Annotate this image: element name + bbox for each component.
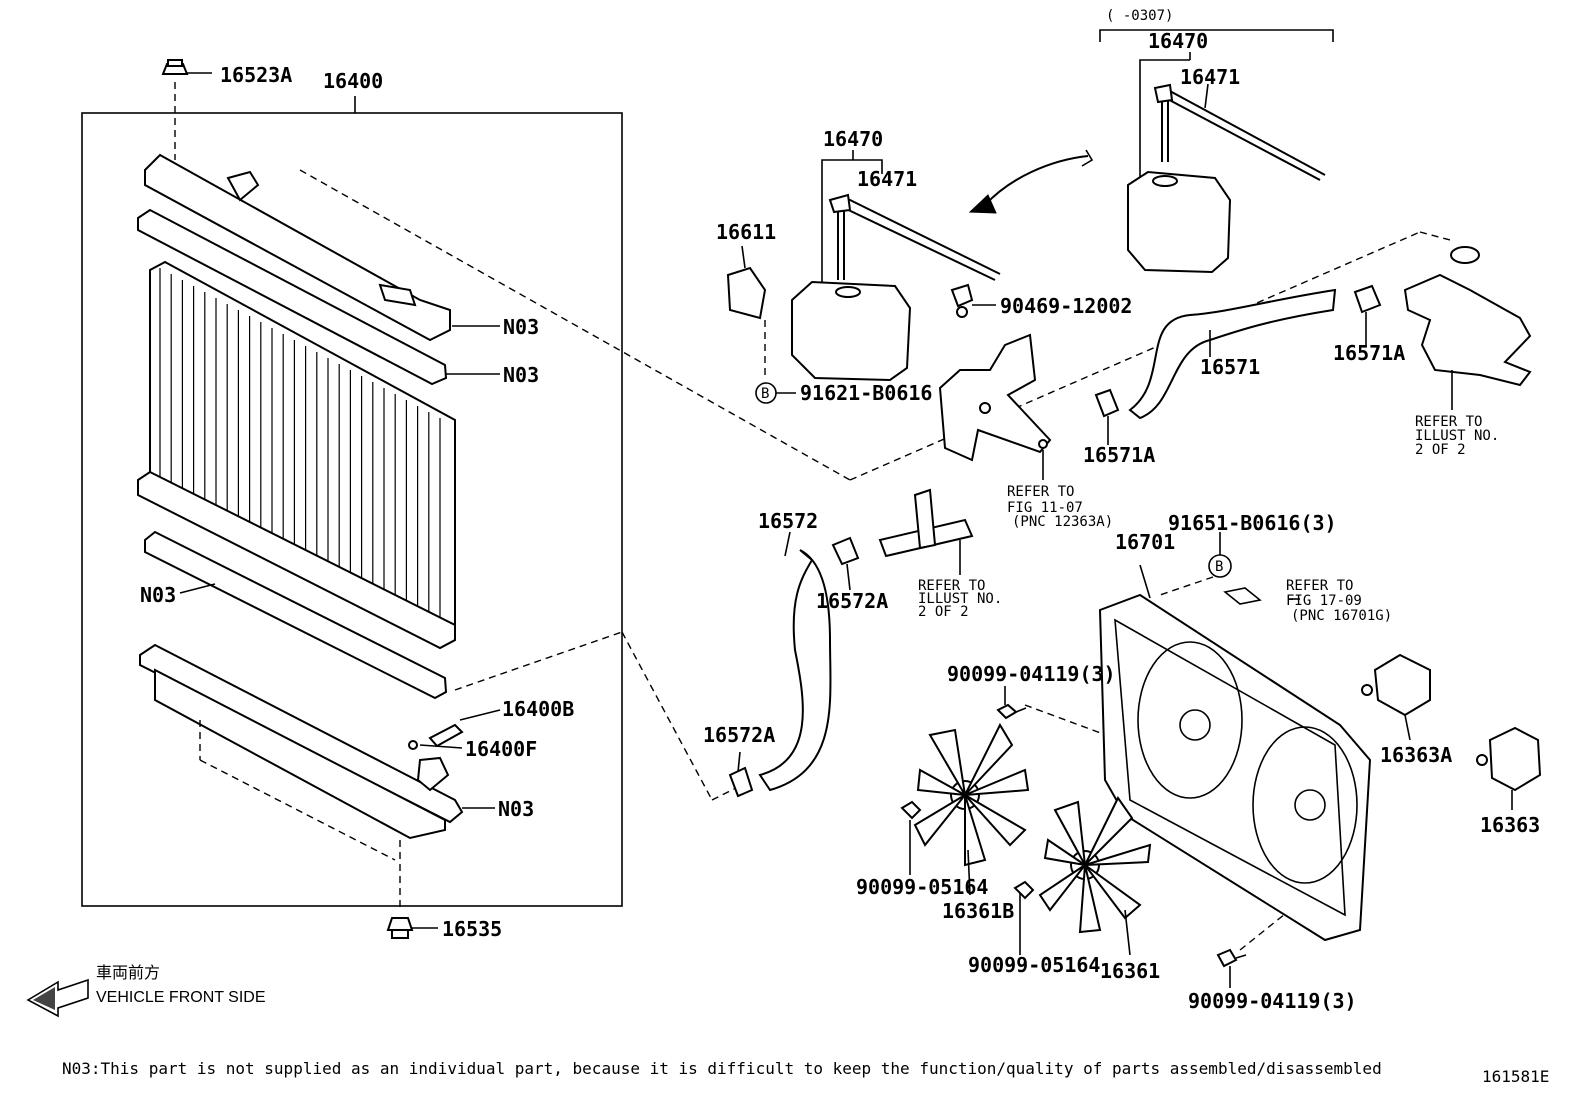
label-16523A: 16523A (220, 63, 292, 87)
water-outlet-housing (1403, 246, 1532, 410)
refer-fig1107-1: REFER TO (1007, 484, 1074, 500)
direction-en: VEHICLE FRONT SIDE (96, 989, 266, 1006)
label-n03-upper-gasket: N03 (503, 363, 539, 387)
label-b-marker-2: B (1215, 559, 1223, 575)
label-16361: 16361 (1100, 959, 1160, 983)
upper-tank (144, 153, 500, 342)
clamp-16571A-left[interactable] (1094, 388, 1120, 445)
label-16572A-top: 16572A (816, 589, 888, 613)
label-16572A-bottom: 16572A (703, 723, 775, 747)
label-n03-lower-gasket: N03 (140, 583, 176, 607)
label-16571A-right: 16571A (1333, 341, 1405, 365)
radiator-assembly-frame (81, 96, 623, 907)
arrow-to-detail (968, 149, 1094, 214)
label-90099-04119-top: 90099-04119(3) (947, 662, 1116, 686)
label-16361B: 16361B (942, 899, 1014, 923)
label-91621-B0616: 91621-B0616 (800, 381, 932, 405)
refer-illust-left-2: ILLUST NO. (918, 591, 1002, 607)
lower-cushion-16535[interactable] (199, 720, 438, 939)
label-16571: 16571 (1200, 355, 1260, 379)
vehicle-front-arrow-icon (26, 978, 89, 1018)
lower-tank (139, 643, 495, 840)
label-n03-upper-tank: N03 (503, 315, 539, 339)
screw-90099-04119-bottom[interactable] (1216, 948, 1247, 988)
lower-hose-16572[interactable] (758, 531, 832, 792)
upper-hose-16571[interactable] (1128, 288, 1337, 420)
label-16363A: 16363A (1380, 743, 1452, 767)
guide-lines (299, 169, 1451, 955)
refer-fig1709-3: (PNC 16701G) (1291, 608, 1392, 624)
clamp-90469-12002[interactable] (950, 283, 996, 318)
refer-illust-right-2: ILLUST NO. (1415, 428, 1499, 444)
label-16611: 16611 (716, 220, 776, 244)
refer-illust-left-1: REFER TO (918, 578, 985, 594)
label-91651-B0616: 91651-B0616(3) (1168, 511, 1337, 535)
label-16572: 16572 (758, 509, 818, 533)
label-90469-12002: 90469-12002 (1000, 294, 1132, 318)
fan-16361[interactable] (1038, 796, 1152, 956)
label-90099-05164-right: 90099-05164 (968, 953, 1100, 977)
radiator-core (137, 260, 456, 650)
refer-fig1107-2: FIG 11-07 (1007, 500, 1083, 516)
bolt-b-marker (1159, 532, 1232, 596)
refer-fig1709-1: REFER TO (1286, 578, 1353, 594)
label-16471-mid: 16471 (857, 167, 917, 191)
pipe-fitting (878, 488, 974, 575)
bracket-16611[interactable] (726, 245, 767, 380)
lower-gasket (144, 530, 448, 700)
motor-16363A[interactable] (1361, 653, 1431, 741)
drain-cock-16400B[interactable] (428, 709, 501, 748)
upper-gasket (137, 208, 500, 386)
label-serial-range: ( -0307) (1106, 8, 1173, 24)
refer-fig1107-3: (PNC 12363A) (1012, 514, 1113, 530)
label-90099-04119-bottom: 90099-04119(3) (1188, 989, 1357, 1013)
label-b-marker-1: B (761, 386, 769, 402)
nut-90099-05164-left[interactable] (900, 800, 922, 875)
reserve-tank-mid[interactable] (791, 150, 1001, 382)
fan-16361B[interactable] (913, 722, 1030, 896)
label-16400B: 16400B (502, 697, 574, 721)
reserve-tank-upper[interactable] (1127, 83, 1326, 274)
label-16363: 16363 (1480, 813, 1540, 837)
label-16571A-left: 16571A (1083, 443, 1155, 467)
motor-16363[interactable] (1476, 726, 1542, 810)
refer-illust-left-3: 2 OF 2 (918, 604, 969, 620)
refer-fig1709-2: FIG 17-09 (1286, 593, 1362, 609)
clamp-16572A-top[interactable] (831, 536, 860, 591)
label-16701: 16701 (1115, 530, 1175, 554)
label-16535: 16535 (442, 917, 502, 941)
label-16470-top: 16470 (1148, 29, 1208, 53)
refer-illust-right-3: 2 OF 2 (1415, 442, 1466, 458)
footnote: N03:This part is not supplied as an indi… (62, 1059, 1382, 1078)
label-90099-05164-left: 90099-05164 (856, 875, 988, 899)
radiator-cap-16523A[interactable] (161, 59, 212, 160)
label-16471-top: 16471 (1180, 65, 1240, 89)
illustration-id: 161581E (1482, 1067, 1549, 1086)
tank-bracket (938, 333, 1052, 480)
refer-illust-right-1: REFER TO (1415, 414, 1482, 430)
label-n03-lower-tank: N03 (498, 797, 534, 821)
fig1709-part (1223, 587, 1262, 605)
nut-90099-05164-right[interactable] (1013, 880, 1035, 900)
label-16470-mid: 16470 (823, 127, 883, 151)
drain-plug-16400F[interactable] (408, 740, 463, 750)
label-16400: 16400 (323, 69, 383, 93)
clamp-16572A-bottom[interactable] (728, 751, 754, 798)
screw-90099-04119-top[interactable] (996, 686, 1027, 720)
label-16400F: 16400F (465, 737, 537, 761)
fan-shroud-16701[interactable] (1098, 564, 1372, 942)
clamp-16571A-right[interactable] (1353, 284, 1382, 345)
direction-jp: 車両前方 (96, 964, 160, 982)
bracket-serial-range (1099, 29, 1334, 190)
